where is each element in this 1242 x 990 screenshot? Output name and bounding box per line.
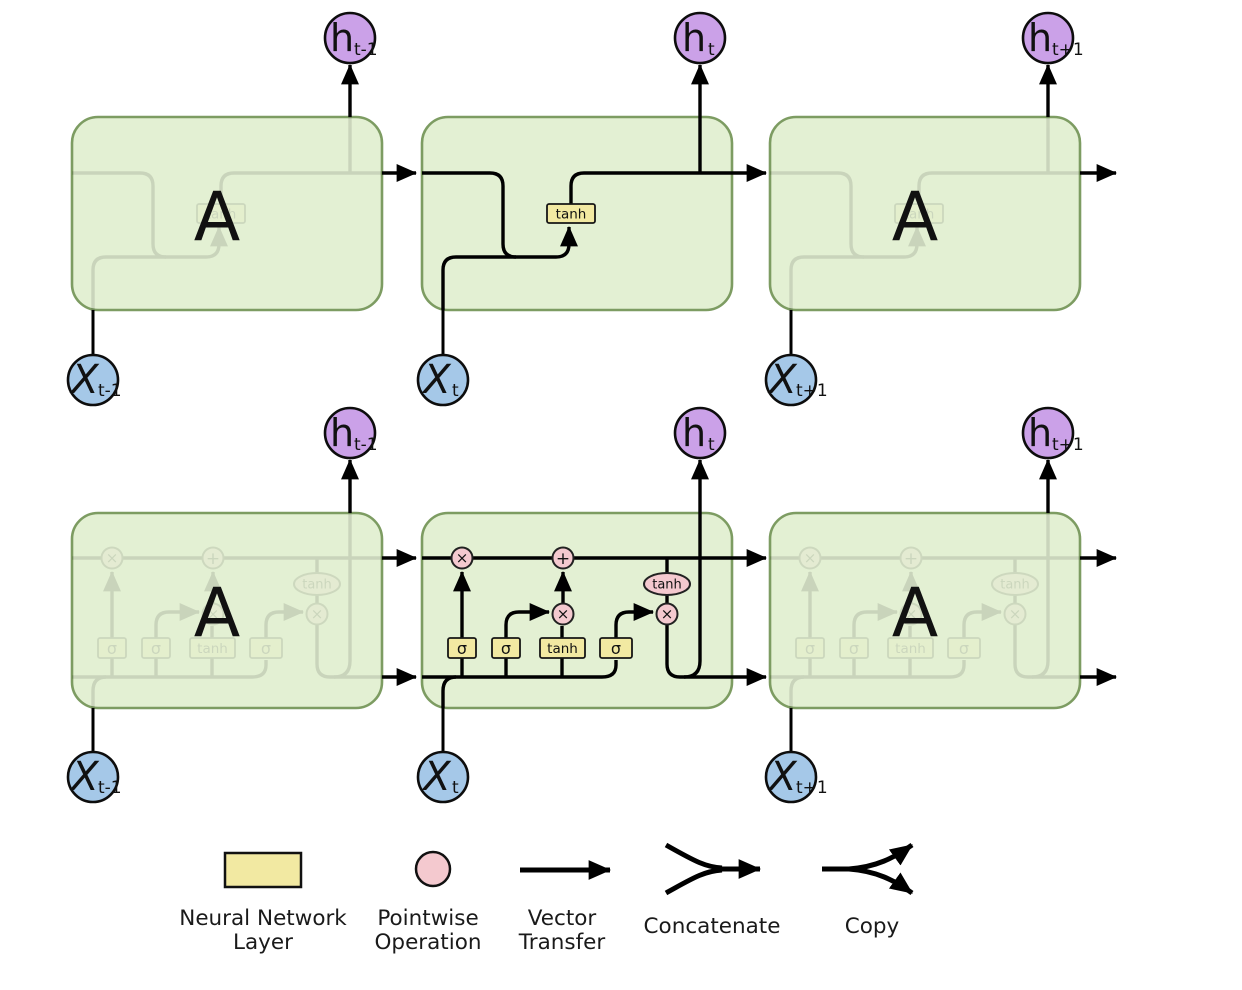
hidden-node-base: h <box>1028 411 1052 455</box>
legend-item-copy: Copy <box>822 842 914 939</box>
legend-label: Operation <box>375 930 482 955</box>
hidden-node-circle <box>1021 11 1075 65</box>
neural-network-layer-icon <box>223 851 303 889</box>
hidden-node-circle <box>673 11 727 65</box>
input-node-circle <box>764 750 818 804</box>
copy-icon <box>848 842 914 872</box>
hidden-node-base: h <box>682 411 706 455</box>
input-node: X t+1 <box>764 353 828 407</box>
input-node: X t+1 <box>764 750 828 804</box>
cell-a-label: A <box>892 178 939 257</box>
legend-label: Layer <box>233 930 293 955</box>
hidden-node-base: h <box>330 411 354 455</box>
lstm-cell-box-next <box>768 511 1082 710</box>
input-node-circle <box>764 353 818 407</box>
cell-a-label: A <box>892 574 939 653</box>
input-node-base: X <box>421 357 452 403</box>
hidden-node-sub: t <box>708 40 715 60</box>
input-node: X t <box>416 750 470 804</box>
legend-item-neural-network-layer: Neural Network Layer <box>179 851 347 955</box>
hidden-state-node: h t-1 <box>323 406 378 460</box>
hidden-node-sub: t-1 <box>354 435 378 455</box>
input-node-circle <box>416 353 470 407</box>
legend-label: Neural Network <box>179 906 347 931</box>
legend-label: Vector <box>528 906 597 931</box>
concatenate-icon <box>664 842 723 871</box>
legend-label: Copy <box>845 914 900 939</box>
hidden-state-node: h t+1 <box>1021 406 1084 460</box>
hidden-state-node: h t+1 <box>1021 11 1084 65</box>
input-node-sub: t-1 <box>98 778 122 798</box>
input-node-base: X <box>69 754 100 800</box>
legend-item-concatenate: Concatenate <box>644 842 781 939</box>
copy-icon <box>848 866 914 896</box>
lstm-cell-box-current <box>420 511 734 710</box>
input-node-sub: t-1 <box>98 381 122 401</box>
hidden-node-circle <box>323 406 377 460</box>
hidden-state-node: h t-1 <box>323 11 378 65</box>
hidden-node-base: h <box>1028 16 1052 60</box>
input-node: X t <box>416 353 470 407</box>
input-node-sub: t <box>452 381 459 401</box>
hidden-node-circle <box>673 406 727 460</box>
hidden-node-base: h <box>682 16 706 60</box>
pointwise-operation-icon <box>414 850 452 888</box>
input-node-base: X <box>767 357 798 403</box>
legend: Neural Network Layer Pointwise Operation… <box>179 842 914 955</box>
input-node-base: X <box>69 357 100 403</box>
hidden-state-node: h t <box>673 11 727 65</box>
lstm-cell-box-prev <box>70 511 384 710</box>
input-node-sub: t <box>452 778 459 798</box>
hidden-node-circle <box>1021 406 1075 460</box>
legend-label: Transfer <box>518 930 606 955</box>
input-node-circle <box>416 750 470 804</box>
input-node-circle <box>66 750 120 804</box>
hidden-node-base: h <box>330 16 354 60</box>
cell-a-label: A <box>194 178 241 257</box>
hidden-node-sub: t-1 <box>354 40 378 60</box>
lstm-diagram: A A h t-1 h t h t+1 <box>66 406 1118 804</box>
hidden-node-sub: t <box>708 435 715 455</box>
rnn-diagram: A A h t-1 h t h t+1 <box>66 11 1118 407</box>
input-node-base: X <box>421 754 452 800</box>
legend-item-pointwise-operation: Pointwise Operation <box>375 850 482 955</box>
input-node-sub: t+1 <box>796 381 828 401</box>
input-node-sub: t+1 <box>796 778 828 798</box>
hidden-state-node: h t <box>673 406 727 460</box>
hidden-node-sub: t+1 <box>1052 40 1084 60</box>
hidden-node-sub: t+1 <box>1052 435 1084 455</box>
legend-item-vector-transfer: Vector Transfer <box>518 860 612 955</box>
input-node: X t-1 <box>66 353 122 407</box>
input-node-base: X <box>767 754 798 800</box>
hidden-node-circle <box>323 11 377 65</box>
legend-label: Concatenate <box>644 914 781 939</box>
concatenate-icon <box>664 867 723 896</box>
input-node: X t-1 <box>66 750 122 804</box>
cell-a-label: A <box>194 574 241 653</box>
legend-label: Pointwise <box>377 906 478 931</box>
input-node-circle <box>66 353 120 407</box>
